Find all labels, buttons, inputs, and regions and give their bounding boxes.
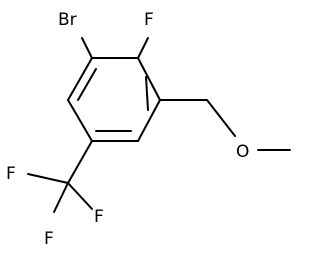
ring-double-bond-inner-1 bbox=[145, 76, 149, 111]
atom-label-f-top: F bbox=[6, 164, 16, 184]
atom-label-f-right: F bbox=[94, 207, 104, 227]
bond-cf3-f-bottom bbox=[53, 182, 69, 213]
bond-cf3-f-top bbox=[27, 173, 69, 184]
ring-bond-c2-c3 bbox=[137, 57, 161, 101]
ring-bond-c5-c6 bbox=[67, 99, 93, 142]
bond-c-br bbox=[81, 37, 93, 59]
atom-label-o: O bbox=[236, 142, 249, 162]
bond-c-f bbox=[137, 37, 149, 59]
bond-cf3-f-right bbox=[67, 182, 93, 210]
ring-bond-c6-c1 bbox=[67, 57, 93, 101]
bond-c-cf3 bbox=[67, 140, 93, 184]
structure-canvas: Br F O F F F bbox=[6, 10, 291, 249]
bond-ch2-o bbox=[206, 99, 236, 137]
ring-double-bond-inner-3 bbox=[77, 68, 97, 101]
molecule-structure: Br F O F F F bbox=[6, 10, 291, 249]
atom-label-f-ring: F bbox=[144, 10, 154, 30]
ring-bond-c3-c4 bbox=[137, 99, 161, 142]
atom-label-f-bottom: F bbox=[44, 229, 54, 249]
atom-label-br: Br bbox=[58, 10, 77, 30]
